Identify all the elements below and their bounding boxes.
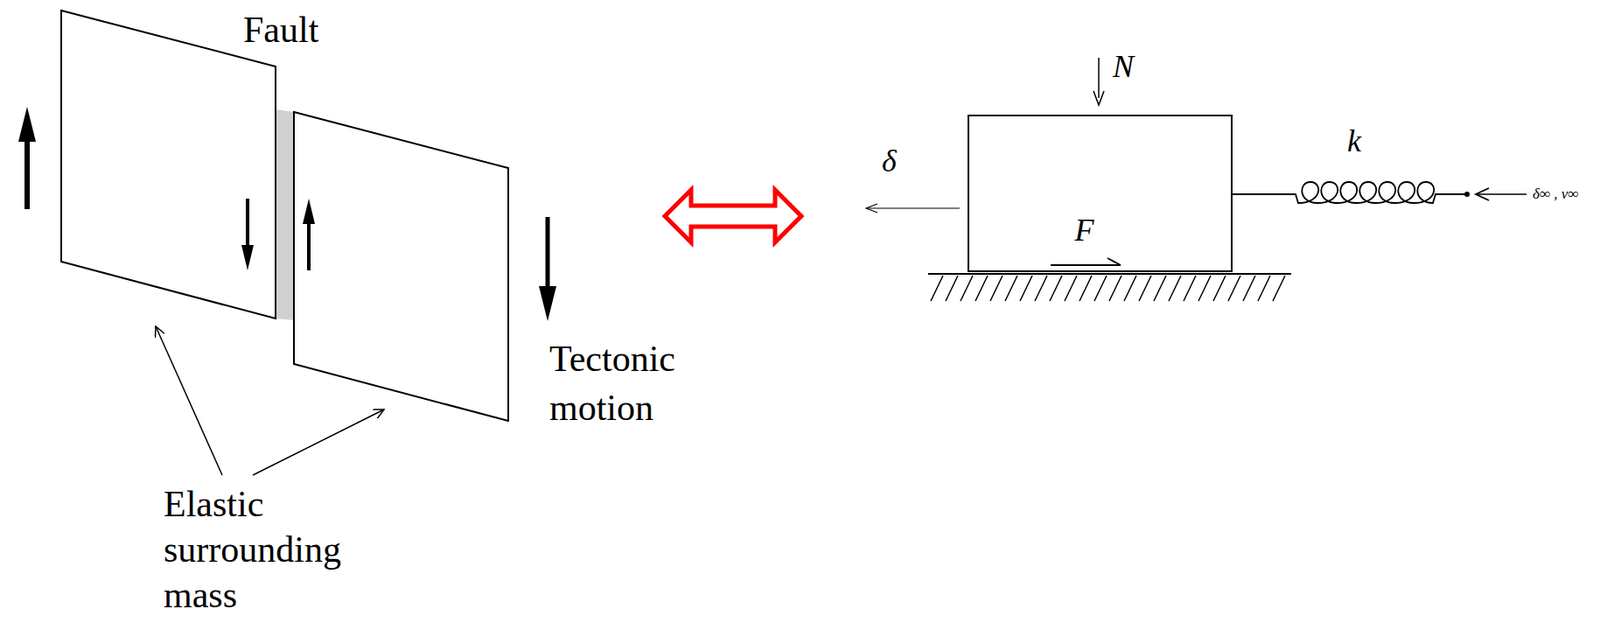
- motion-arrow: [24, 135, 30, 210]
- force-arrow: [1097, 57, 1100, 98]
- force-arrow-head: [1093, 90, 1104, 105]
- friction-arrow-head: [1107, 258, 1121, 266]
- spring-symbol: [1232, 181, 1468, 203]
- slip-arrow-head: [302, 198, 315, 224]
- slip-arrow: [307, 220, 311, 271]
- force-symbol: N: [1112, 45, 1134, 88]
- slip-arrow: [245, 198, 250, 250]
- motion-arrow: [545, 216, 551, 294]
- friction-arrow: [1050, 264, 1121, 266]
- ground-hatching: [930, 275, 1286, 301]
- ground-line: [928, 272, 1292, 275]
- loading-arrow-head: [1475, 188, 1489, 201]
- displacement-arrow-head: [866, 203, 878, 213]
- spring-end-point: [1464, 191, 1470, 197]
- motion-arrow-head: [18, 106, 36, 142]
- fault-block: [61, 10, 276, 319]
- fault-strip: [275, 109, 294, 321]
- slip-arrow-head: [241, 244, 254, 271]
- far-field-symbol: δ∞ , v∞: [1532, 184, 1579, 204]
- leader-line: [155, 326, 223, 476]
- mass-label: Elastic surrounding mass: [163, 481, 365, 618]
- motion-label: Tectonic motion: [549, 334, 725, 433]
- displacement-symbol: δ: [881, 139, 897, 182]
- equivalence-arrow: [664, 189, 802, 243]
- displacement-arrow: [866, 207, 960, 209]
- stiffness-symbol: k: [1347, 119, 1362, 162]
- fault-label: Fault: [243, 5, 319, 55]
- motion-arrow-head: [538, 286, 557, 322]
- loading-arrow: [1476, 193, 1527, 196]
- leader-line: [252, 409, 385, 476]
- fault-block: [293, 111, 509, 421]
- sliding-block: F: [967, 114, 1233, 273]
- block-label: F: [1075, 211, 1095, 250]
